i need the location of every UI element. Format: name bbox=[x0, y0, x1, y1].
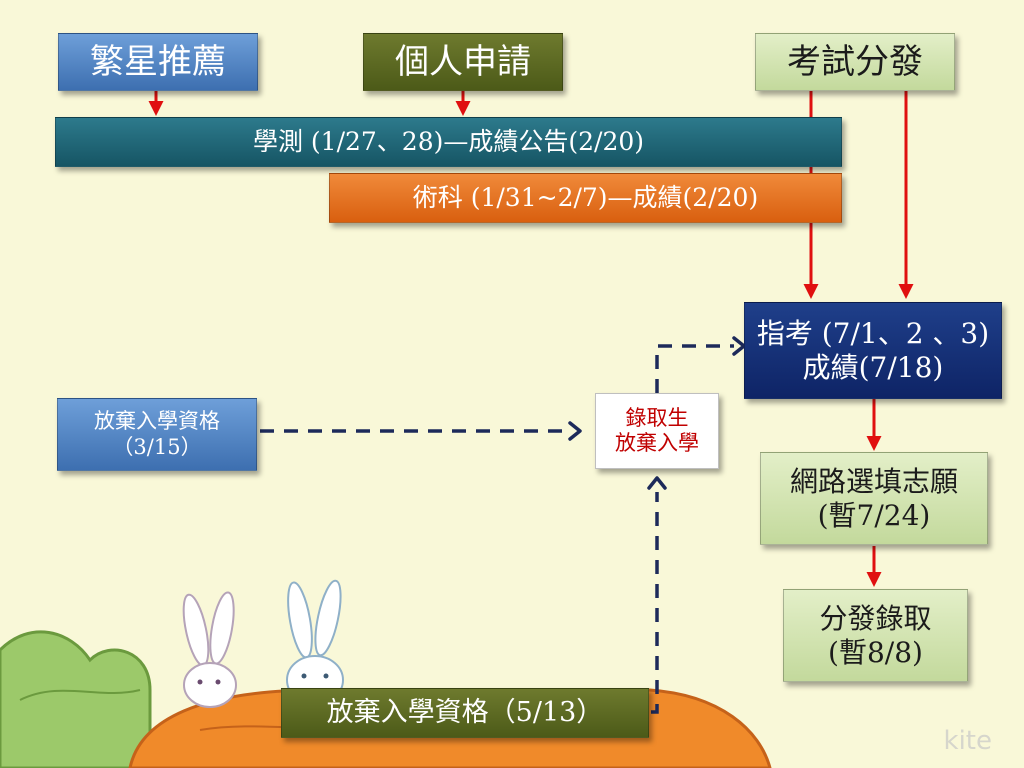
exam-distribution-label: 考試分發 bbox=[787, 41, 923, 82]
distribution-result-line2: (暫8/8) bbox=[828, 635, 923, 669]
distribution-result-box: 分發錄取 (暫8/8) bbox=[783, 589, 968, 682]
online-preference-box: 網路選填志願 (暫7/24) bbox=[760, 452, 988, 545]
online-preference-line1: 網路選填志願 bbox=[789, 464, 958, 498]
star-recommendation-label: 繁星推薦 bbox=[90, 41, 226, 82]
exam-distribution-box: 考試分發 bbox=[755, 33, 955, 91]
admitted-giveup-line2: 放棄入學 bbox=[615, 431, 699, 455]
giveup-left-line2: （3/15） bbox=[112, 434, 202, 459]
dashed-bottom-to-admitted bbox=[651, 492, 659, 714]
gsat-bar: 學測 (1/27、28)—成績公告(2/20) bbox=[55, 117, 842, 167]
distribution-result-line1: 分發錄取 bbox=[819, 601, 932, 635]
dashed-arrowhead-ast bbox=[732, 336, 746, 356]
admitted-giveup-line1: 錄取生 bbox=[625, 405, 689, 430]
art-subject-bar: 術科 (1/31~2/7)—成績(2/20) bbox=[329, 173, 842, 223]
star-recommendation-box: 繁星推薦 bbox=[58, 33, 258, 91]
brand-watermark: kite bbox=[943, 726, 992, 756]
bunny-right bbox=[286, 579, 344, 705]
gsat-label: 學測 (1/27、28)—成績公告(2/20) bbox=[252, 127, 645, 156]
admitted-giveup-box: 錄取生 放棄入學 bbox=[595, 393, 719, 469]
giveup-left-line1: 放棄入學資格 bbox=[94, 409, 220, 434]
dashed-admitted-to-ast bbox=[655, 344, 734, 393]
personal-application-label: 個人申請 bbox=[395, 41, 531, 82]
giveup-bottom-label: 放棄入學資格（5/13） bbox=[326, 696, 604, 728]
ast-box: 指考 (7/1、2 、3) 成績(7/18) bbox=[744, 302, 1002, 399]
ast-line2: 成績(7/18) bbox=[802, 350, 944, 384]
art-subject-label: 術科 (1/31~2/7)—成績(2/20) bbox=[412, 183, 759, 212]
ast-line1: 指考 (7/1、2 、3) bbox=[756, 316, 990, 350]
online-preference-line2: (暫7/24) bbox=[817, 498, 931, 532]
giveup-bottom-box: 放棄入學資格（5/13） bbox=[281, 688, 649, 738]
giveup-left-box: 放棄入學資格 （3/15） bbox=[57, 398, 257, 471]
dashed-arrowhead-up bbox=[647, 476, 667, 490]
dashed-arrowhead-left bbox=[568, 421, 582, 441]
scenery-illustration bbox=[0, 579, 772, 768]
bunny-left bbox=[182, 591, 237, 708]
personal-application-box: 個人申請 bbox=[363, 33, 563, 91]
